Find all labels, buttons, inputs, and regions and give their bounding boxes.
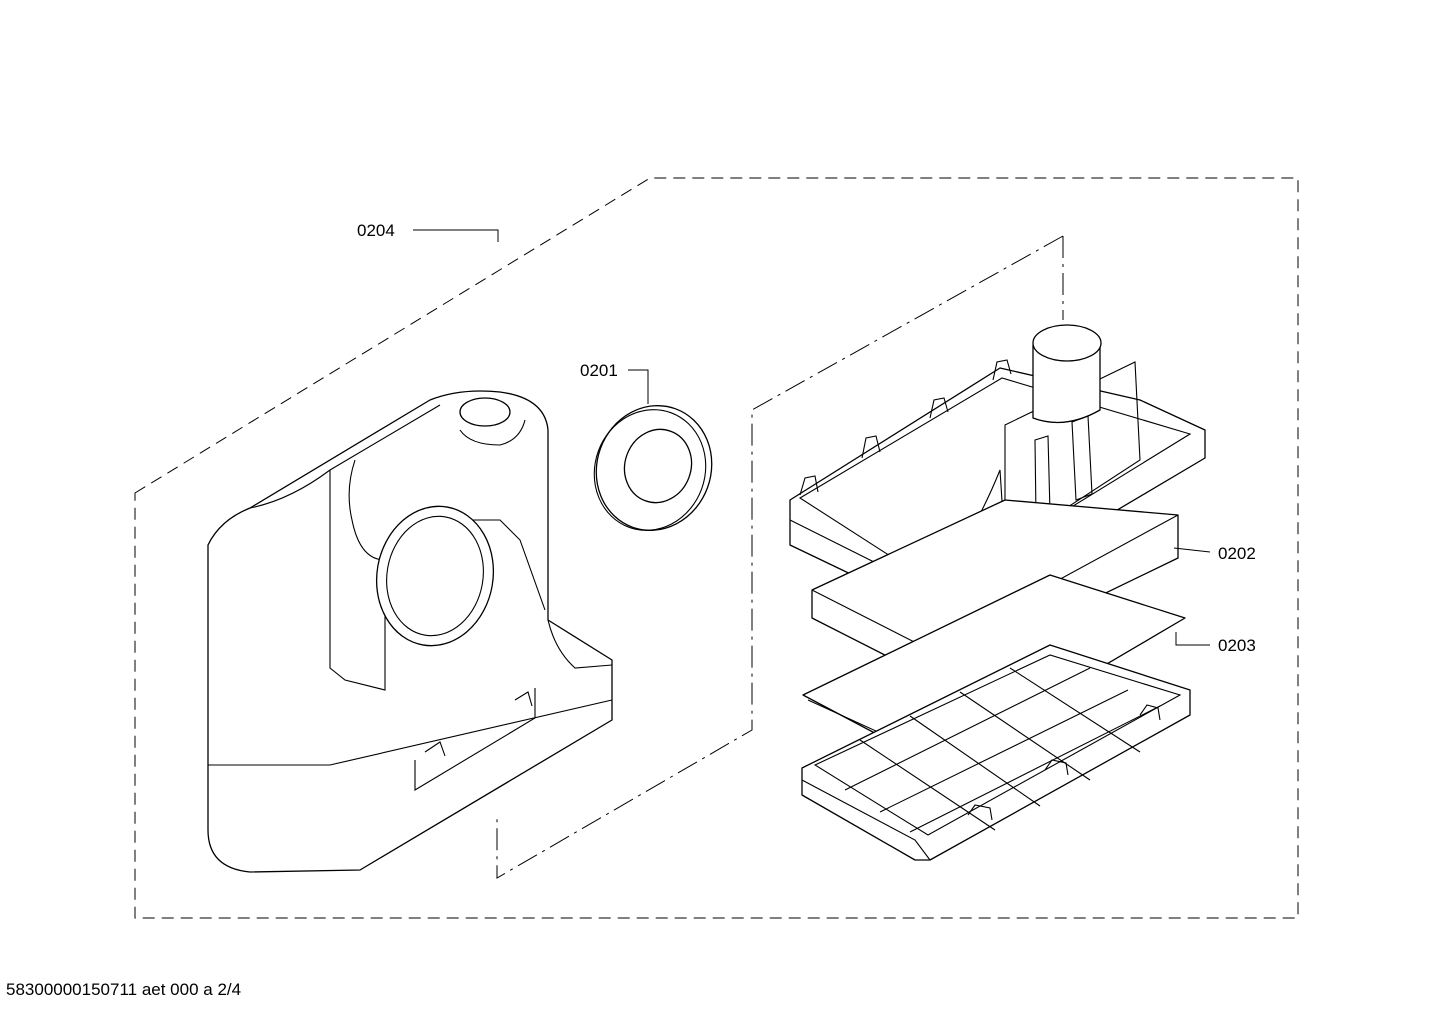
- leader-line-0201: [628, 369, 649, 404]
- outer-assembly-boundary: [134, 177, 1299, 919]
- leader-line-0202: [1173, 547, 1211, 553]
- part-label-0201: 0201: [580, 361, 618, 380]
- housing-part: [207, 390, 613, 873]
- part-label-0203: 0203: [1218, 636, 1256, 655]
- part-label-0204: 0204: [357, 221, 395, 240]
- inner-assembly-boundary: [496, 235, 1064, 879]
- leader-line-0204: [413, 229, 499, 242]
- leader-line-0203: [1175, 632, 1210, 646]
- drawing-reference-footer: 58300000150711 aet 000 a 2/4: [6, 980, 242, 999]
- part-label-0202: 0202: [1218, 544, 1256, 563]
- grille-tray-part: [801, 644, 1191, 861]
- seal-ring-part: [593, 405, 713, 531]
